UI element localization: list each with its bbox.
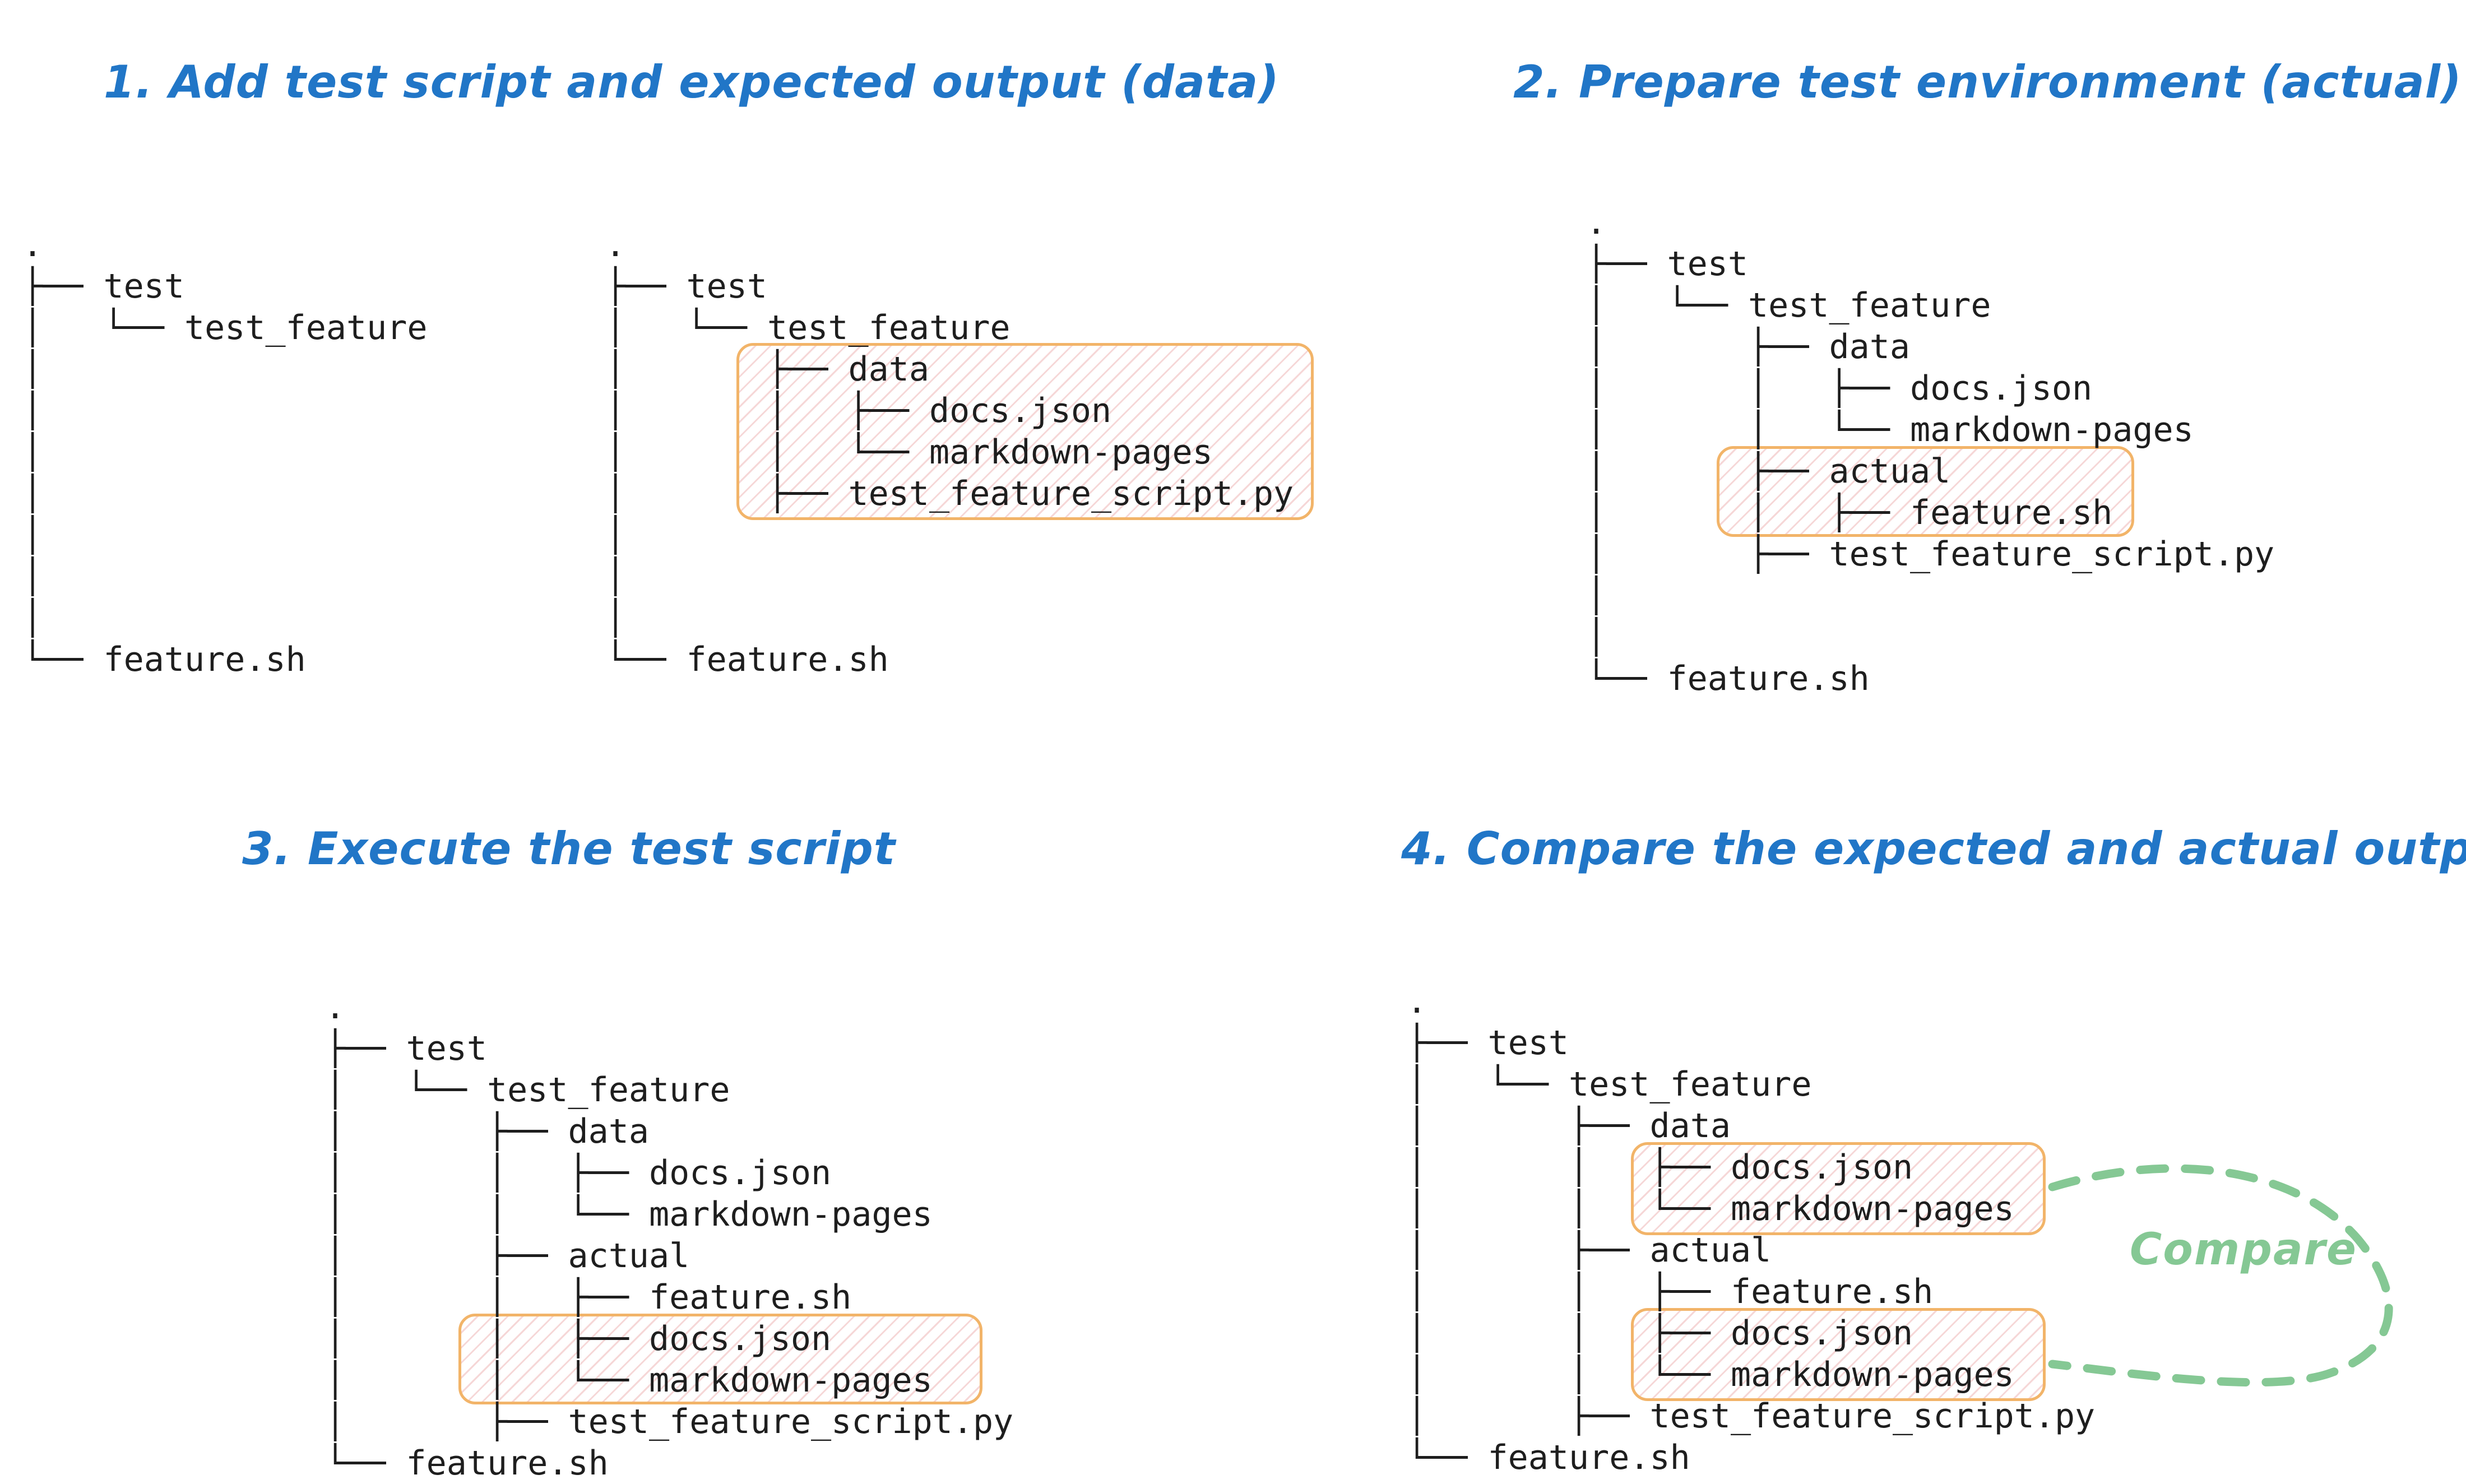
highlight-box-generated-output — [458, 1314, 982, 1404]
panel1-left-tree: . ├── test │ └── test_feature │ │ │ │ │ … — [22, 224, 427, 680]
panel4-tree: . ├── test │ └── test_feature │ ├── data… — [1407, 981, 2095, 1478]
tree-text: . ├── test │ └── test_feature │ ├── data… — [605, 225, 1294, 679]
tree-text: . ├── test │ └── test_feature │ ├── data… — [325, 987, 1014, 1483]
panel2-tree: . ├── test │ └── test_feature │ ├── data… — [1586, 202, 2274, 699]
step4-title: 4. Compare the expected and actual outpu… — [1401, 823, 2466, 875]
step1-title: 1. Add test script and expected output (… — [104, 56, 1280, 108]
panel3-tree: . ├── test │ └── test_feature │ ├── data… — [325, 986, 1013, 1484]
step2-title: 2. Prepare test environment (actual) — [1513, 56, 2462, 108]
panel1-right-tree: . ├── test │ └── test_feature │ ├── data… — [605, 224, 1314, 680]
highlight-box-actual-output — [1631, 1308, 2046, 1401]
highlight-box-actual-env — [1717, 446, 2134, 537]
tree-text: . ├── test │ └── test_feature │ ├── data… — [1407, 982, 2096, 1477]
highlight-box-expected-data — [736, 343, 1314, 520]
compare-dashed-curve — [2048, 1164, 2393, 1387]
compare-label: Compare — [2130, 1225, 2357, 1275]
highlight-box-expected-output — [1631, 1142, 2046, 1235]
tree-text: . ├── test │ └── test_feature │ ├── data… — [1586, 203, 2275, 698]
step3-title: 3. Execute the test script — [242, 823, 896, 875]
tree-text: . ├── test │ └── test_feature │ │ │ │ │ … — [22, 225, 428, 679]
